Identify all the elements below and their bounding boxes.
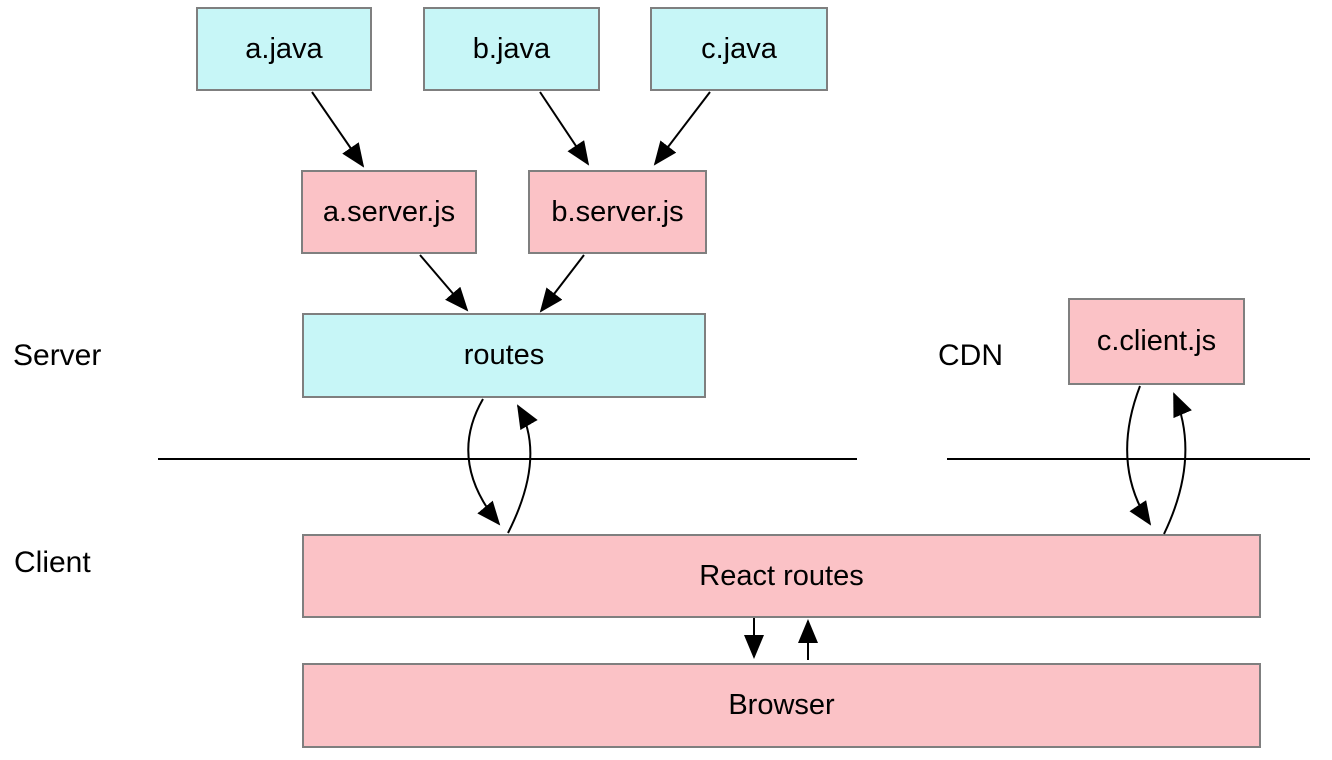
node-c-client-js: c.client.js bbox=[1068, 298, 1245, 385]
node-c-client-js-label: c.client.js bbox=[1096, 325, 1217, 357]
arrow-a-java-to-a-server-js bbox=[311, 91, 365, 168]
node-routes-label: routes bbox=[463, 339, 545, 371]
curved-arrow-react-routes-to-routes bbox=[507, 404, 538, 534]
node-routes: routes bbox=[302, 313, 706, 398]
node-b-java-label: b.java bbox=[472, 32, 551, 65]
node-a-server-js-label: a.server.js bbox=[322, 195, 456, 228]
node-a-server-js: a.server.js bbox=[301, 170, 477, 254]
curved-arrow-routes-to-react-routes bbox=[467, 398, 501, 526]
node-b-server-js: b.server.js bbox=[528, 170, 707, 254]
server-region-label: Server bbox=[13, 339, 102, 372]
node-react-routes-label: React routes bbox=[699, 559, 864, 592]
arrow-a-server-js-to-routes bbox=[419, 254, 469, 312]
arrow-b-java-to-b-server-js bbox=[539, 91, 590, 166]
arrow-c-java-to-b-server-js bbox=[653, 91, 711, 166]
node-react-routes: React routes bbox=[302, 534, 1261, 618]
arrow-b-server-js-to-routes bbox=[539, 254, 585, 313]
curved-arrow-react-routes-to-c-client-js bbox=[1163, 392, 1192, 535]
node-browser-label: Browser bbox=[728, 689, 835, 721]
node-c-java: c.java bbox=[650, 7, 828, 91]
node-c-java-label: c.java bbox=[701, 32, 777, 65]
client-region-label: Client bbox=[14, 546, 91, 579]
cdn-region-label: CDN bbox=[938, 339, 1003, 372]
node-browser: Browser bbox=[302, 663, 1261, 748]
node-a-java-label: a.java bbox=[245, 32, 323, 65]
node-b-server-js-label: b.server.js bbox=[551, 195, 684, 228]
curved-arrow-c-client-js-to-react-routes bbox=[1126, 385, 1152, 526]
node-b-java: b.java bbox=[423, 7, 600, 91]
node-a-java: a.java bbox=[196, 7, 372, 91]
